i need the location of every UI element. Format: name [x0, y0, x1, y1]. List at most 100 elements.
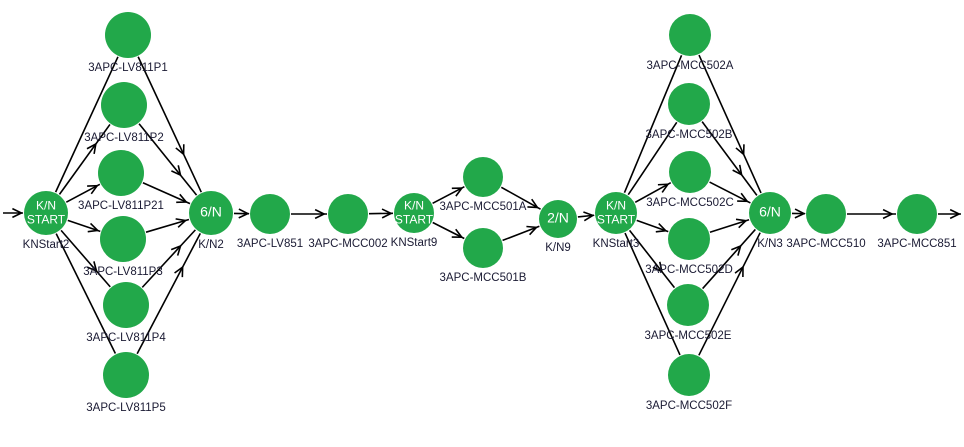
node-caption-mcc502c: 3APC-MCC502C: [646, 197, 734, 209]
node-circle-mcc501a[interactable]: [463, 157, 503, 197]
node-inner-label2-knstart3: START: [597, 213, 636, 227]
graph-node-lv811p4[interactable]: [103, 282, 149, 328]
graph-node-lv811p2[interactable]: [101, 82, 147, 128]
node-circle-lv811p3[interactable]: [100, 216, 146, 262]
edge: [938, 208, 961, 220]
edge: [701, 121, 758, 196]
edge: [791, 208, 806, 219]
edge: [627, 121, 678, 196]
edge: [141, 229, 196, 288]
graph-node-mcc502d[interactable]: [668, 218, 710, 260]
graph-node-mcc502e[interactable]: [667, 284, 709, 326]
node-caption-knstart9: KNStart9: [391, 237, 438, 249]
edge: [847, 208, 896, 220]
node-inner-label-kn3: 6/N: [759, 204, 781, 220]
node-circle-knstart3[interactable]: [595, 192, 637, 234]
node-circle-mcc502a[interactable]: [669, 14, 711, 56]
edge: [55, 233, 117, 354]
node-circle-lv811p1[interactable]: [105, 12, 151, 58]
graph-node-mcc510[interactable]: [806, 194, 846, 234]
node-caption-mcc502a: 3APC-MCC502A: [647, 60, 734, 72]
node-circle-kn2[interactable]: [189, 191, 233, 235]
node-circle-mcc851[interactable]: [897, 194, 937, 234]
node-caption-mcc002: 3APC-MCC002: [308, 238, 387, 250]
node-circle-lv811p21[interactable]: [98, 150, 144, 196]
node-inner-label-kn2: 6/N: [200, 204, 222, 220]
node-circle-mcc502b[interactable]: [668, 83, 710, 125]
node-circle-mcc502e[interactable]: [667, 284, 709, 326]
node-circle-lv811p4[interactable]: [103, 282, 149, 328]
node-circle-mcc510[interactable]: [806, 194, 846, 234]
node-caption-lv811p21: 3APC-LV811P21: [78, 200, 164, 212]
node-caption-lv811p3: 3APC-LV811P3: [83, 266, 162, 278]
edge: [709, 218, 750, 234]
graph-node-mcc502a[interactable]: [669, 14, 711, 56]
node-circle-knstart2[interactable]: [24, 191, 68, 235]
node-circle-mcc502d[interactable]: [668, 218, 710, 260]
node-circle-mcc501b[interactable]: [463, 228, 503, 268]
graph-node-mcc002[interactable]: [328, 194, 368, 234]
graph-node-mcc501a[interactable]: [463, 157, 503, 197]
graph-node-kn9[interactable]: 2/N: [539, 200, 577, 238]
graph-node-kn2[interactable]: 6/N: [189, 191, 233, 235]
graph-node-mcc502f[interactable]: [668, 354, 710, 396]
node-circle-knstart9[interactable]: [394, 193, 434, 233]
graph-node-kn3[interactable]: 6/N: [749, 192, 791, 234]
graph-node-mcc502b[interactable]: [668, 83, 710, 125]
graph-node-mcc502c[interactable]: [669, 151, 711, 193]
node-caption-lv851: 3APC-LV851: [237, 238, 303, 250]
edge: [233, 208, 250, 219]
node-caption-lv811p2: 3APC-LV811P2: [84, 132, 163, 144]
edge: [628, 229, 676, 289]
node-caption-knstart3: KNStart3: [593, 238, 640, 250]
graph-node-lv811p5[interactable]: [103, 352, 149, 398]
node-circle-kn9[interactable]: [539, 200, 577, 238]
node-inner-label-knstart2: K/N: [36, 199, 56, 213]
graph-node-mcc501b[interactable]: [463, 228, 503, 268]
node-caption-mcc851: 3APC-MCC851: [877, 238, 956, 250]
edge: [54, 56, 119, 193]
node-caption-mcc502b: 3APC-MCC502B: [646, 129, 733, 141]
edge: [58, 123, 111, 195]
node-caption-kn9: K/N9: [545, 242, 571, 254]
edge: [623, 55, 683, 193]
node-circle-kn3[interactable]: [749, 192, 791, 234]
graph-node-lv811p1[interactable]: [105, 12, 151, 58]
node-circle-lv811p2[interactable]: [101, 82, 147, 128]
edges-layer: [3, 54, 961, 356]
graph-node-lv811p3[interactable]: [100, 216, 146, 262]
edge: [698, 54, 762, 194]
edge: [698, 232, 761, 356]
edge: [500, 186, 541, 210]
edge: [138, 123, 198, 196]
graph-node-lv851[interactable]: [250, 194, 290, 234]
edge: [145, 218, 190, 233]
graph-node-lv811p21[interactable]: [98, 150, 144, 196]
edge: [60, 229, 111, 288]
graph-node-mcc851[interactable]: [897, 194, 937, 234]
edge: [432, 221, 465, 240]
node-circle-mcc502c[interactable]: [669, 151, 711, 193]
edge: [137, 56, 203, 193]
node-caption-knstart2: KNStart2: [23, 239, 70, 251]
edge: [702, 228, 756, 290]
node-caption-lv811p1: 3APC-LV811P1: [88, 62, 167, 74]
node-caption-kn2: K/N2: [198, 239, 224, 251]
edge: [3, 207, 24, 219]
node-circle-mcc502f[interactable]: [668, 354, 710, 396]
node-circle-mcc002[interactable]: [328, 194, 368, 234]
node-caption-mcc502e: 3APC-MCC502E: [645, 330, 732, 342]
captions-layer: KNStart2 3APC-LV811P1 3APC-LV811P2 3APC-LV8…: [23, 60, 957, 414]
node-circle-lv811p5[interactable]: [103, 352, 149, 398]
edge: [432, 186, 465, 204]
edge: [634, 181, 672, 204]
node-caption-mcc501b: 3APC-MCC501B: [440, 272, 527, 284]
edge: [291, 208, 327, 220]
node-circle-lv851[interactable]: [250, 194, 290, 234]
edge: [368, 208, 394, 219]
